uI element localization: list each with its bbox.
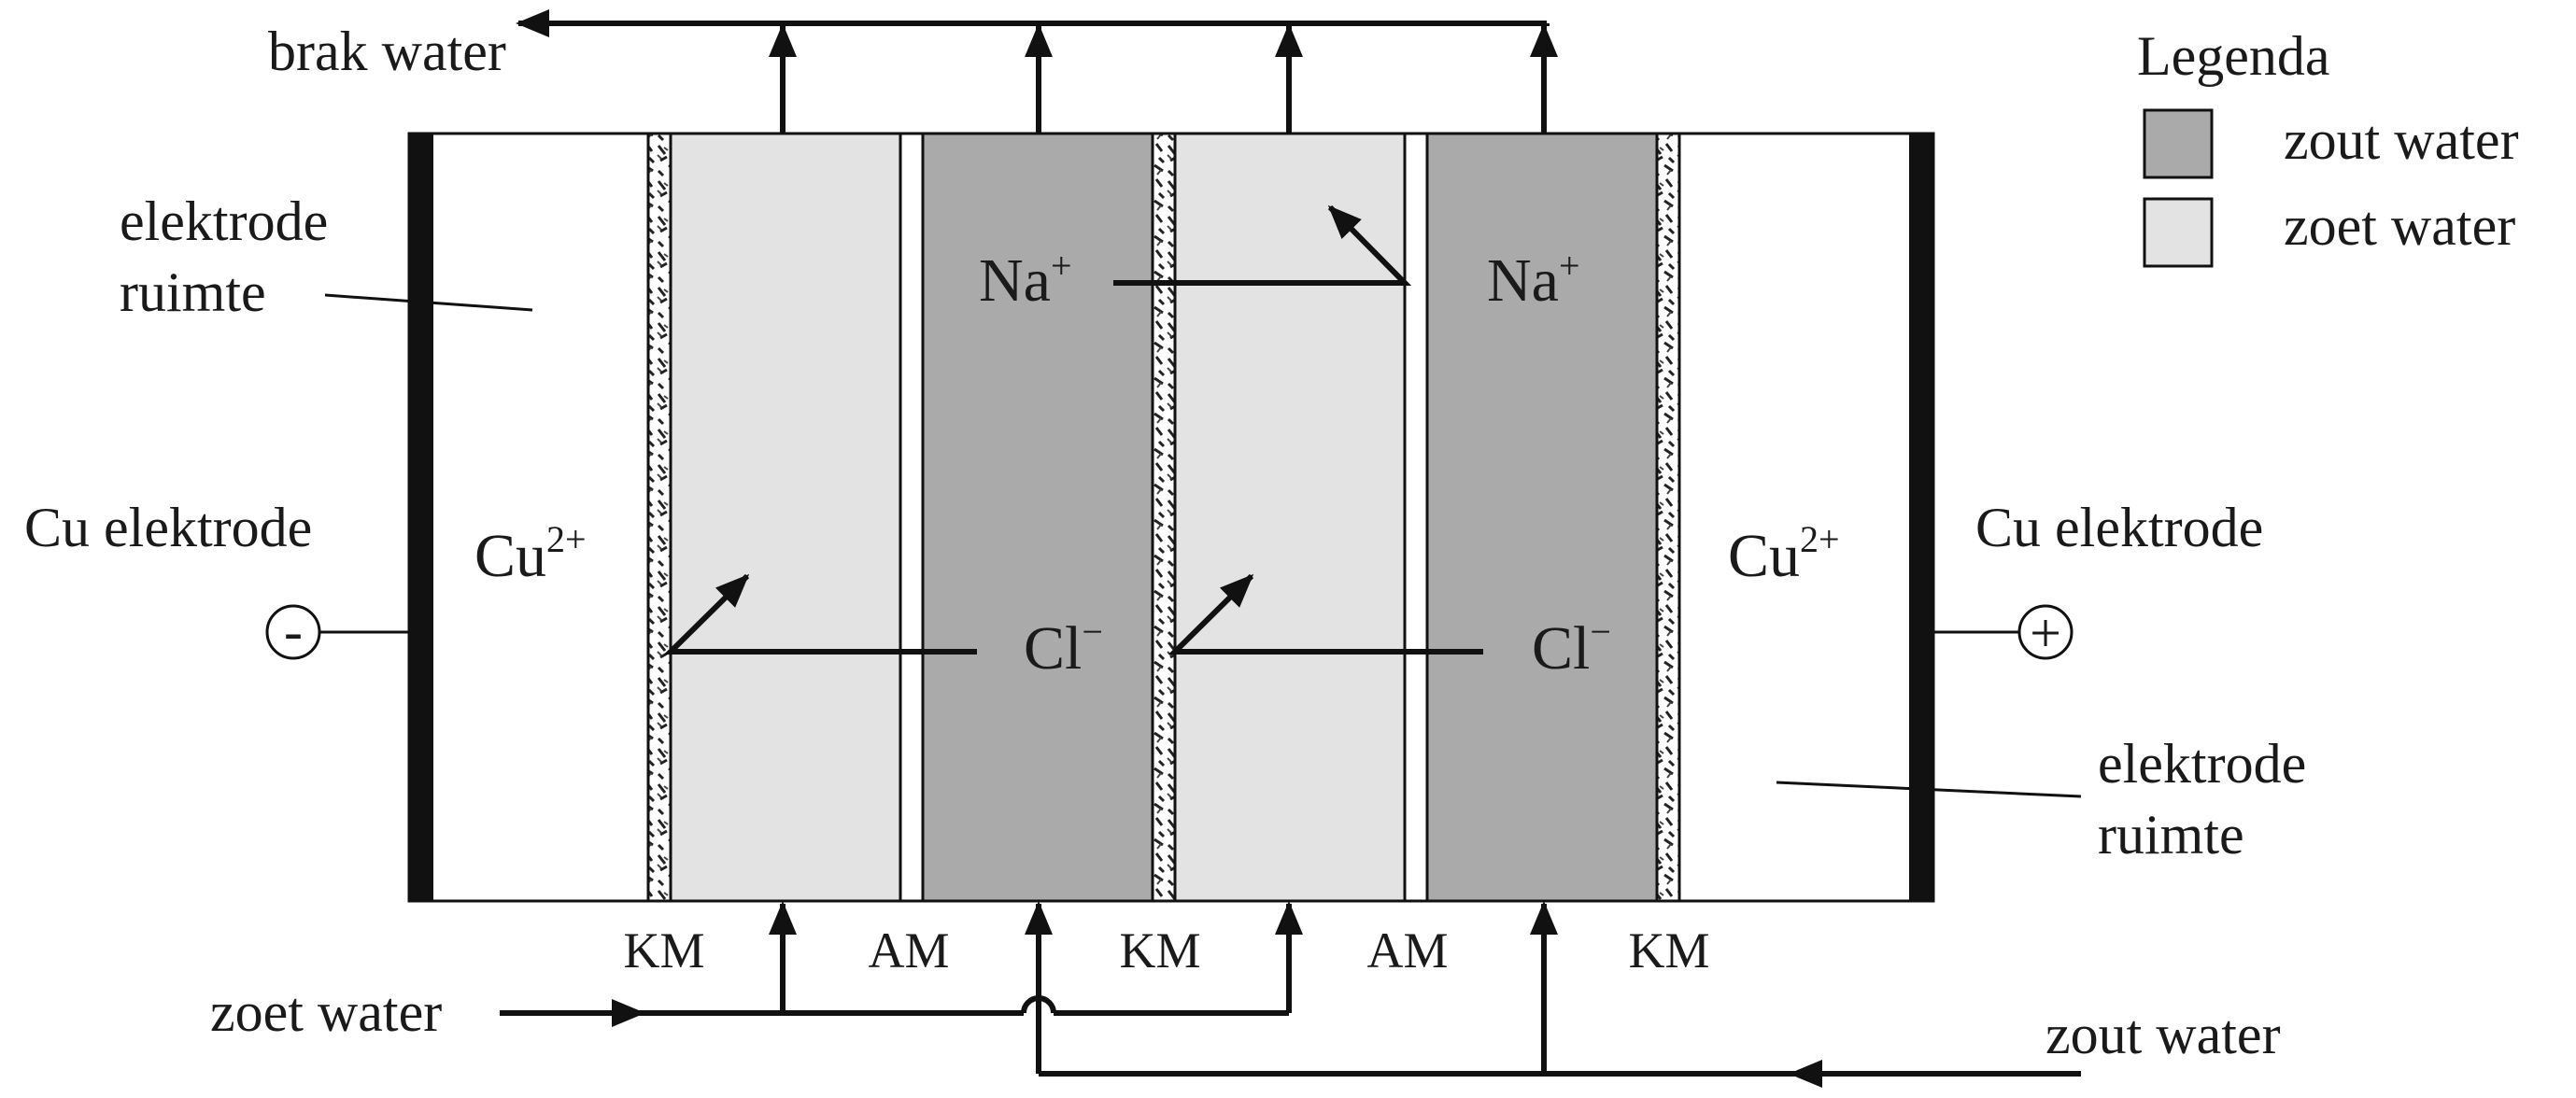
leader-line-left — [324, 293, 533, 312]
cu-electrode-right — [1909, 134, 1933, 901]
salt-water-inlet — [1025, 901, 2081, 1088]
ion-migration-arrows — [663, 204, 1483, 655]
membrane-label-am-2: AM — [1366, 922, 1448, 978]
membrane-km-3 — [1655, 132, 1681, 903]
cu-elektrode-left-label: Cu elektrode — [24, 497, 312, 558]
leader-line-right — [1776, 781, 2082, 798]
elektrode-ruimte-left-label-2: ruimte — [120, 261, 266, 323]
electrode-space-right — [1679, 134, 1909, 901]
compartment-fresh-1 — [671, 134, 900, 901]
legend-swatch-salt — [2143, 108, 2214, 179]
legend-swatch-fresh — [2143, 197, 2214, 268]
membrane-label-am-1: AM — [868, 922, 949, 978]
compartment-fresh-2 — [1175, 134, 1405, 901]
minus-icon — [265, 604, 321, 660]
outlet-pipes — [516, 9, 1558, 134]
brak-water-label: brak water — [268, 21, 506, 82]
cu-electrode-left — [409, 134, 433, 901]
electrode-space-left — [432, 134, 648, 901]
ion-cl-2: Cl− — [1532, 611, 1611, 683]
compartment-salt-1 — [923, 134, 1153, 901]
membrane-label-km-1: KM — [623, 922, 704, 978]
svg-text:-: - — [284, 600, 303, 662]
plus-icon — [2017, 604, 2074, 660]
membrane-km-1 — [646, 132, 672, 903]
elektrode-ruimte-right-label-2: ruimte — [2098, 804, 2244, 866]
membrane-label-km-3: KM — [1628, 922, 1709, 978]
terminal-positive: + — [1933, 602, 2074, 664]
elektrode-ruimte-right-label-1: elektrode — [2098, 733, 2306, 795]
legend-title: Legenda — [2137, 25, 2330, 87]
elektrode-ruimte-left-label-1: elektrode — [120, 190, 328, 252]
ion-cu-left: Cu2+ — [474, 518, 587, 590]
zoet-water-inlet-label: zoet water — [210, 981, 442, 1043]
legend-label-fresh: zoet water — [2284, 195, 2515, 257]
compartment-salt-2 — [1427, 134, 1657, 901]
membrane-km-2 — [1151, 132, 1177, 903]
cu-elektrode-right-label: Cu elektrode — [1975, 497, 2263, 558]
membrane-label-km-2: KM — [1119, 922, 1200, 978]
cell-stack — [407, 132, 1935, 903]
membrane-am-1 — [899, 132, 925, 903]
legend-label-salt: zout water — [2284, 109, 2519, 171]
ion-na-1: Na+ — [979, 245, 1072, 315]
svg-text:+: + — [2030, 602, 2061, 664]
membrane-am-2 — [1403, 132, 1429, 903]
legend: Legenda zout water zoet water — [2137, 25, 2519, 268]
terminal-negative: - — [265, 600, 409, 662]
ion-cl-1: Cl− — [1024, 611, 1103, 683]
zout-water-inlet-label: zout water — [2045, 1004, 2281, 1065]
ion-na-2: Na+ — [1487, 245, 1580, 315]
ion-cu-right: Cu2+ — [1728, 518, 1840, 590]
